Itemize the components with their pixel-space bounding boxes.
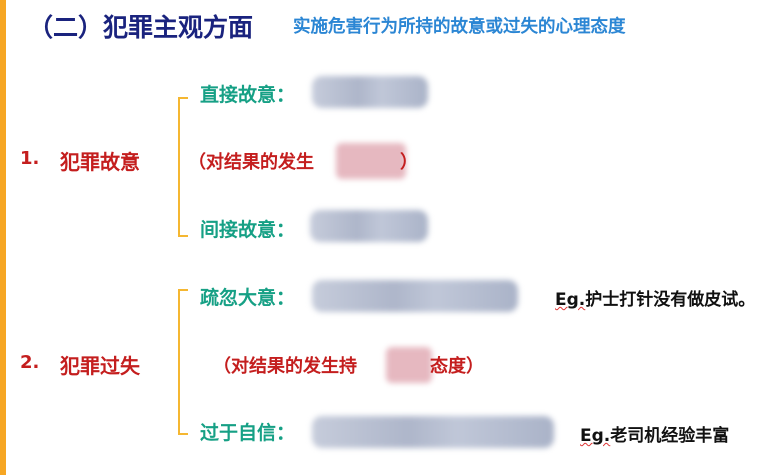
section-2-top-blurred-answer xyxy=(312,280,518,312)
section-1-bottom-blurred-answer xyxy=(310,210,428,242)
section-2-top-example-text: 护士打针没有做皮试。 xyxy=(585,290,756,310)
section-1-category: 犯罪故意 xyxy=(60,150,140,174)
section-2-top-example: Eg.护士打针没有做皮试。 xyxy=(555,285,755,310)
left-accent-bar xyxy=(0,0,6,475)
bracket-section-2 xyxy=(178,289,188,435)
page-subtitle: 实施危害行为所持的故意或过失的心理态度 xyxy=(293,17,626,37)
section-1-top-blurred-answer xyxy=(312,76,428,108)
section-2-middle-blurred-answer xyxy=(386,347,432,383)
section-2-bottom-example: Eg.老司机经验丰富 xyxy=(580,421,729,446)
section-2-top-example-prefix: Eg. xyxy=(555,290,586,310)
section-1-middle-blurred-answer xyxy=(336,143,406,179)
section-1-number: 1. xyxy=(20,148,40,169)
section-1-middle-open: （对结果的发生 xyxy=(188,152,314,173)
section-1-top-label: 直接故意： xyxy=(200,84,296,106)
section-2-bottom-example-text: 老司机经验丰富 xyxy=(610,426,730,446)
section-2-category: 犯罪过失 xyxy=(60,354,140,378)
page-title: （二）犯罪主观方面 xyxy=(28,13,254,42)
section-1-bottom-label: 间接故意： xyxy=(200,219,296,241)
bracket-section-1 xyxy=(178,97,188,237)
section-2-middle-open: （对结果的发生持 xyxy=(213,356,357,377)
section-2-bottom-label: 过于自信： xyxy=(200,422,296,444)
section-2-top-label: 疏忽大意： xyxy=(200,287,296,309)
section-2-bottom-blurred-answer xyxy=(312,416,554,448)
section-1-middle-close: ） xyxy=(400,152,418,173)
section-2-middle-close: 态度） xyxy=(430,356,484,377)
section-2-number: 2. xyxy=(20,352,40,373)
section-2-bottom-example-prefix: Eg. xyxy=(580,426,611,446)
